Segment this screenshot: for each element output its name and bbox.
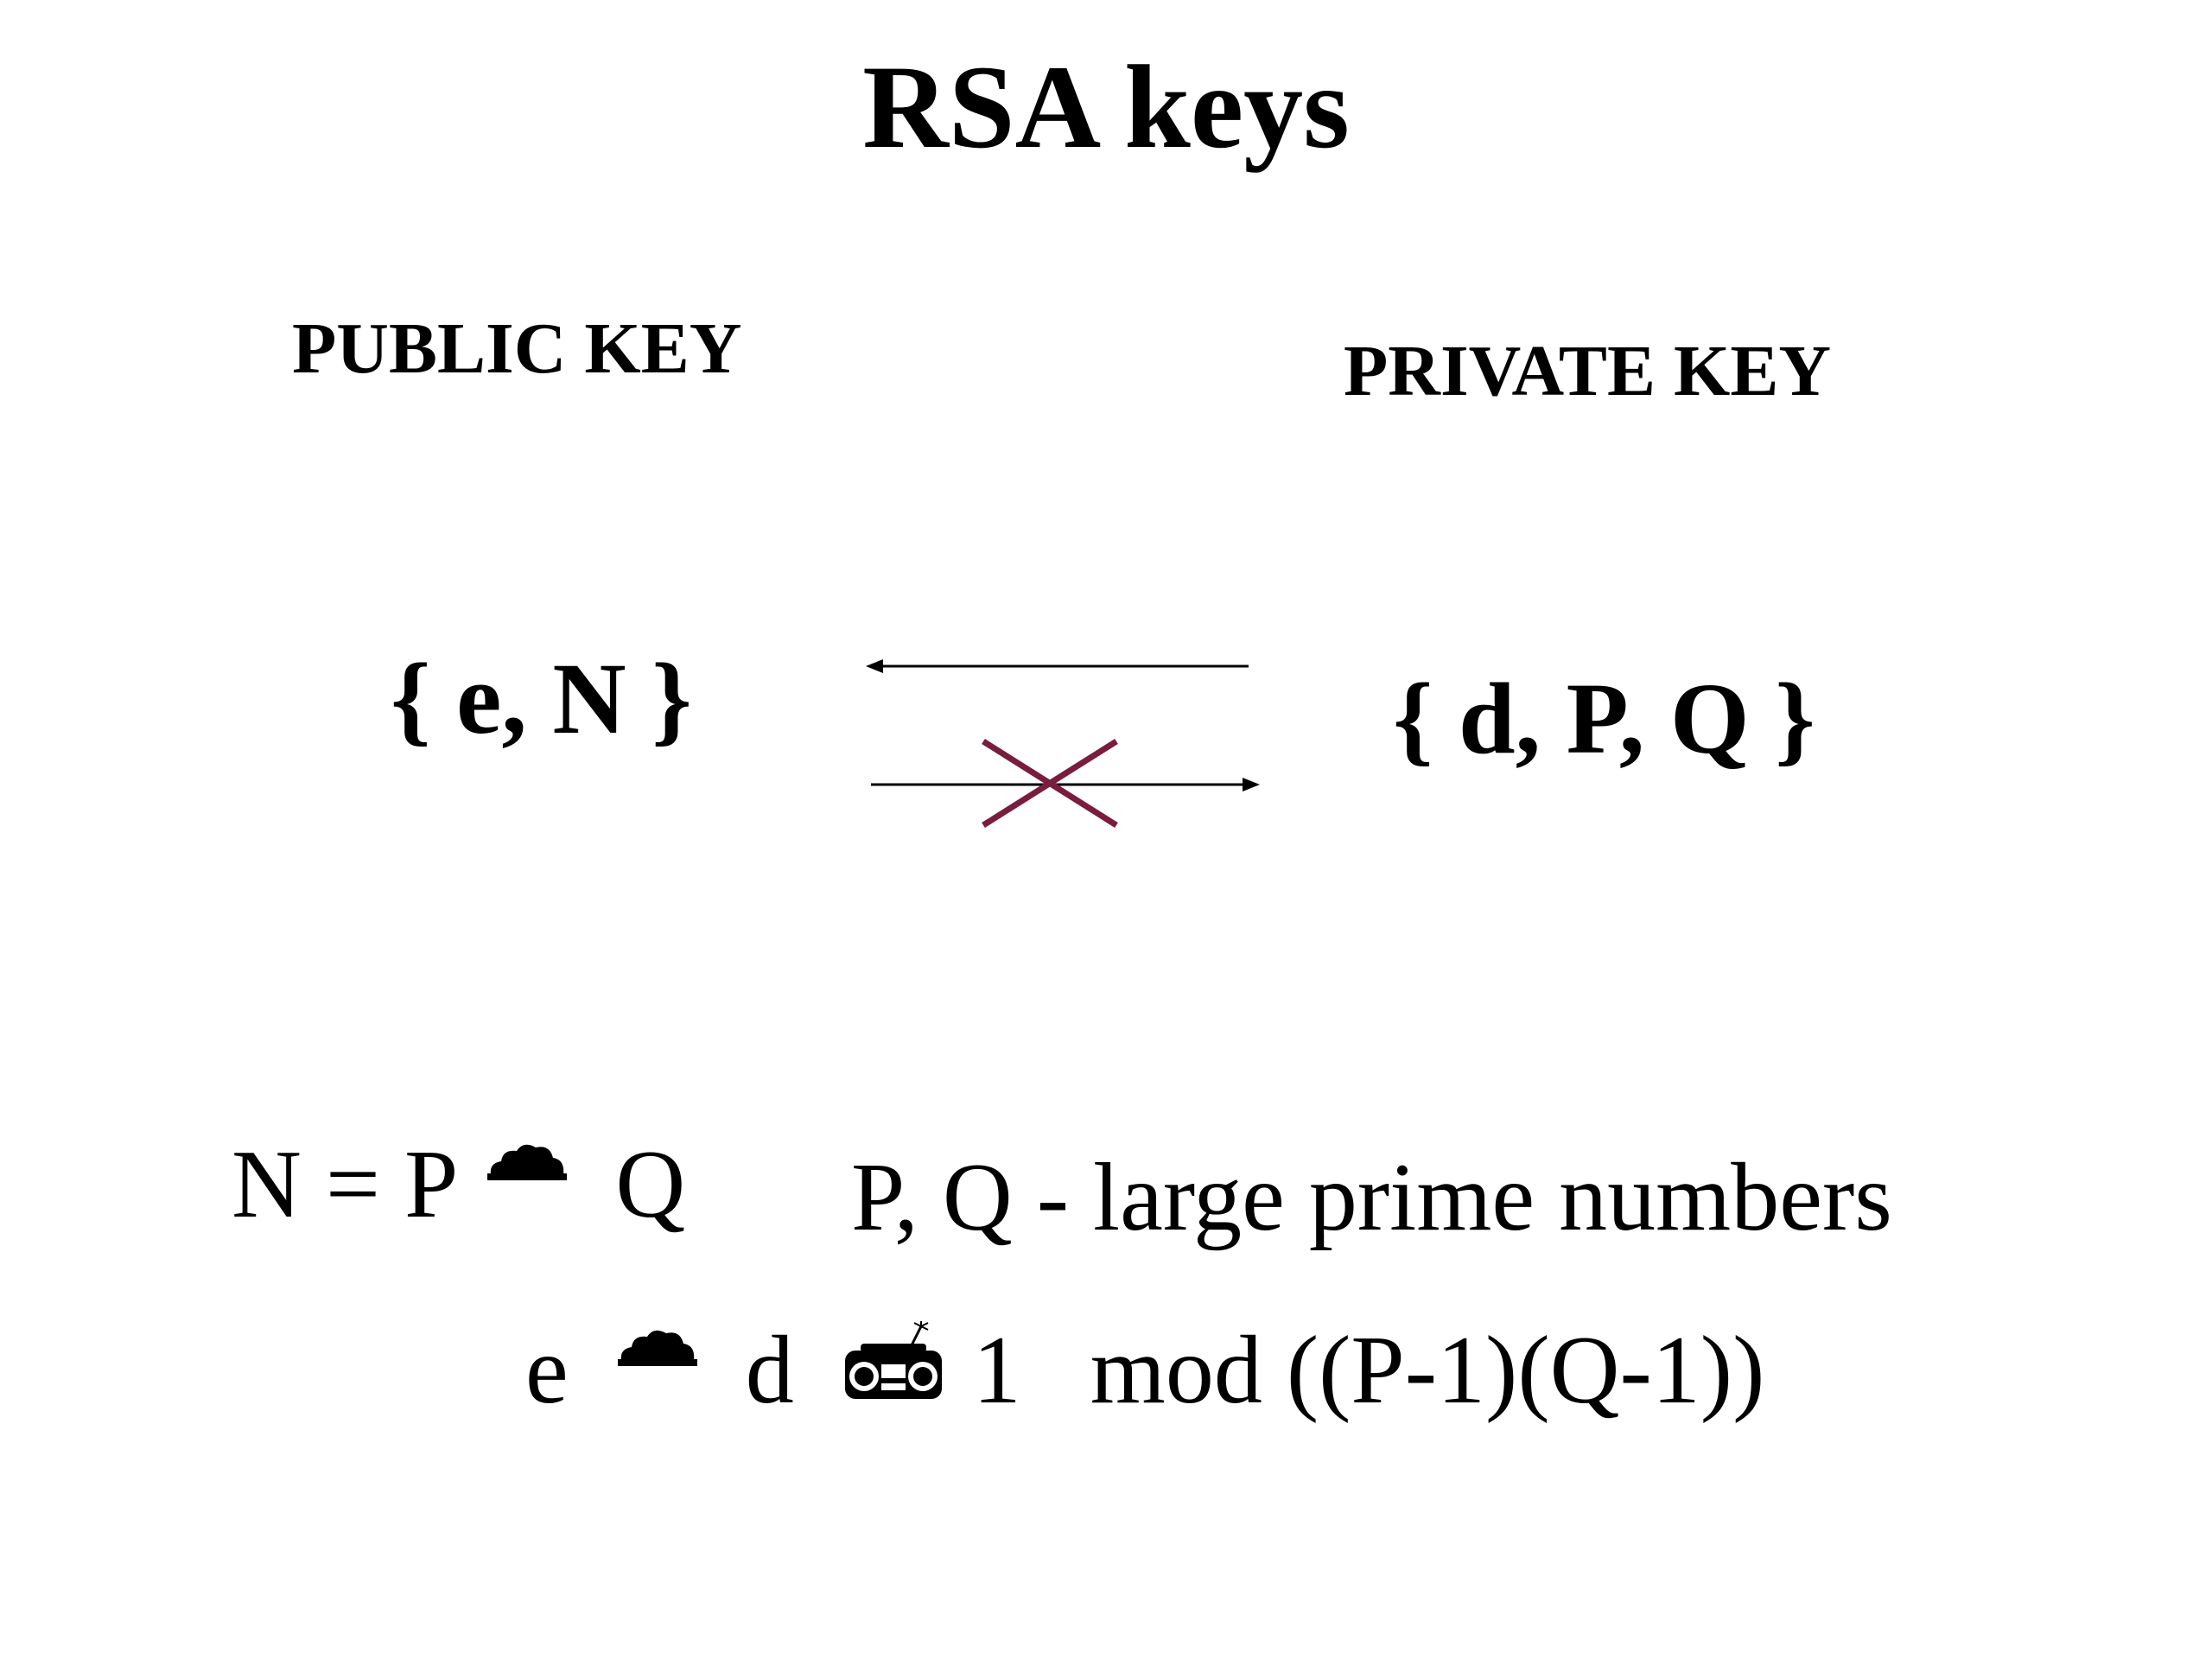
public-key-set: { e, N } — [391, 642, 692, 755]
boombox-icon — [844, 1320, 942, 1399]
formula2-rhs: 1 — [972, 1317, 1021, 1424]
private-key-label: PRIVATE KEY — [1344, 331, 1832, 411]
formula1-lhs: N = P — [232, 1131, 459, 1238]
slide-title: RSA keys — [862, 41, 1350, 173]
arrow-public-to-private — [871, 778, 1260, 791]
arrow-private-to-public — [866, 659, 1249, 673]
cloud-icon — [617, 1330, 697, 1366]
formula1-rhs: Q — [615, 1131, 686, 1238]
key-derivation-diagram — [866, 659, 1260, 828]
private-key-set: { d, P, Q } — [1393, 662, 1815, 775]
modulus-formula: N = P Q — [232, 1136, 685, 1233]
cloud-icon — [487, 1144, 568, 1180]
primes-note: P, Q - large prime numbers — [851, 1144, 1892, 1251]
public-key-label: PUBLIC KEY — [292, 308, 742, 389]
cross-mark-icon — [982, 739, 1118, 828]
formula2-lhs: e — [525, 1317, 569, 1424]
formula2-mod: mod ((P-1)(Q-1)) — [1090, 1317, 1765, 1424]
exponent-formula: e d 1 mod ((P-1)(Q-1)) — [525, 1317, 1765, 1424]
formula2-mid: d — [745, 1317, 794, 1424]
